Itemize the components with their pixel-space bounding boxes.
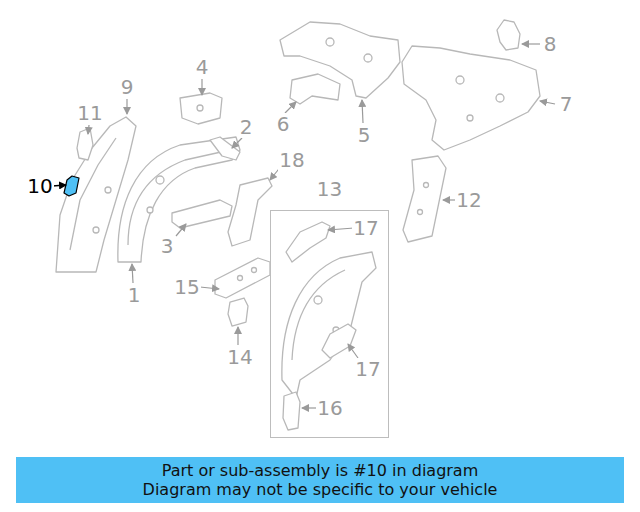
part-shape bbox=[522, 43, 540, 44]
part-shape bbox=[252, 268, 257, 273]
part-shape bbox=[156, 176, 164, 184]
part-shape bbox=[467, 115, 473, 121]
callout-number: 1 bbox=[127, 284, 142, 306]
part-shape bbox=[290, 74, 340, 104]
part-shape bbox=[424, 183, 429, 188]
part-shape bbox=[540, 101, 555, 104]
callout-number: 16 bbox=[316, 397, 343, 419]
note-text: Part or sub-assembly is #10 in diagram bbox=[22, 461, 618, 480]
part-shape bbox=[180, 93, 222, 124]
part-shape bbox=[286, 222, 330, 262]
part-shape bbox=[128, 150, 230, 245]
callout-number: 5 bbox=[357, 124, 372, 146]
part-shape bbox=[210, 137, 240, 160]
part-shape bbox=[497, 20, 520, 50]
part-shape bbox=[70, 138, 116, 250]
part-shape bbox=[77, 128, 93, 160]
part-shape bbox=[283, 392, 300, 430]
note-text: Diagram may not be specific to your vehi… bbox=[22, 480, 618, 499]
part-shape bbox=[176, 224, 186, 236]
part-shape bbox=[228, 298, 248, 326]
part-shape bbox=[322, 324, 356, 358]
part-shape bbox=[362, 100, 363, 123]
callout-number: 14 bbox=[226, 346, 253, 368]
part-shape bbox=[200, 287, 219, 289]
callout-number: 2 bbox=[239, 116, 254, 138]
callout-number: 17 bbox=[354, 358, 381, 380]
part-shape bbox=[238, 276, 243, 281]
part-shape bbox=[232, 138, 242, 148]
leader-line bbox=[52, 185, 66, 186]
part-shape bbox=[418, 210, 423, 215]
callout-number: 3 bbox=[160, 235, 175, 257]
callout-number: 9 bbox=[120, 76, 135, 98]
callout-number: 11 bbox=[76, 102, 103, 124]
part-shape bbox=[197, 105, 203, 111]
callout-number: 18 bbox=[278, 149, 305, 171]
callout-number: 12 bbox=[455, 189, 482, 211]
callout-number: 4 bbox=[195, 56, 210, 78]
part-shape bbox=[132, 264, 133, 283]
part-shape bbox=[280, 22, 400, 98]
part-shape bbox=[172, 200, 232, 228]
callout-number: 8 bbox=[543, 33, 558, 55]
part-shape bbox=[105, 187, 111, 193]
part-shape bbox=[215, 258, 270, 298]
callout-number: 7 bbox=[559, 93, 574, 115]
part-shape bbox=[118, 137, 240, 262]
part-shape bbox=[93, 227, 99, 233]
part-shape bbox=[88, 125, 89, 134]
part-shape bbox=[364, 54, 372, 62]
part-shape bbox=[456, 76, 464, 84]
part-outlines bbox=[56, 20, 540, 430]
part-shape bbox=[403, 156, 446, 242]
callout-number: 17 bbox=[352, 217, 379, 239]
part-shape bbox=[201, 79, 202, 95]
note-banner: Part or sub-assembly is #10 in diagramDi… bbox=[16, 457, 624, 503]
part-shape bbox=[147, 207, 153, 213]
callout-number: 10 bbox=[26, 175, 53, 197]
part-shape bbox=[64, 176, 79, 196]
part-shape bbox=[237, 327, 238, 345]
part-shape bbox=[314, 296, 322, 304]
callout-number: 6 bbox=[276, 113, 291, 135]
callout-number: 13 bbox=[317, 177, 342, 201]
part-shape bbox=[348, 344, 358, 358]
part-shape bbox=[126, 99, 127, 114]
part-shape bbox=[328, 228, 354, 230]
part-shape bbox=[285, 102, 296, 113]
part-shape bbox=[326, 38, 334, 46]
part-shape bbox=[496, 94, 504, 102]
part-shape bbox=[228, 178, 272, 246]
callout-number: 15 bbox=[173, 276, 200, 298]
leader-lines bbox=[88, 44, 555, 408]
part-shape bbox=[402, 46, 540, 150]
